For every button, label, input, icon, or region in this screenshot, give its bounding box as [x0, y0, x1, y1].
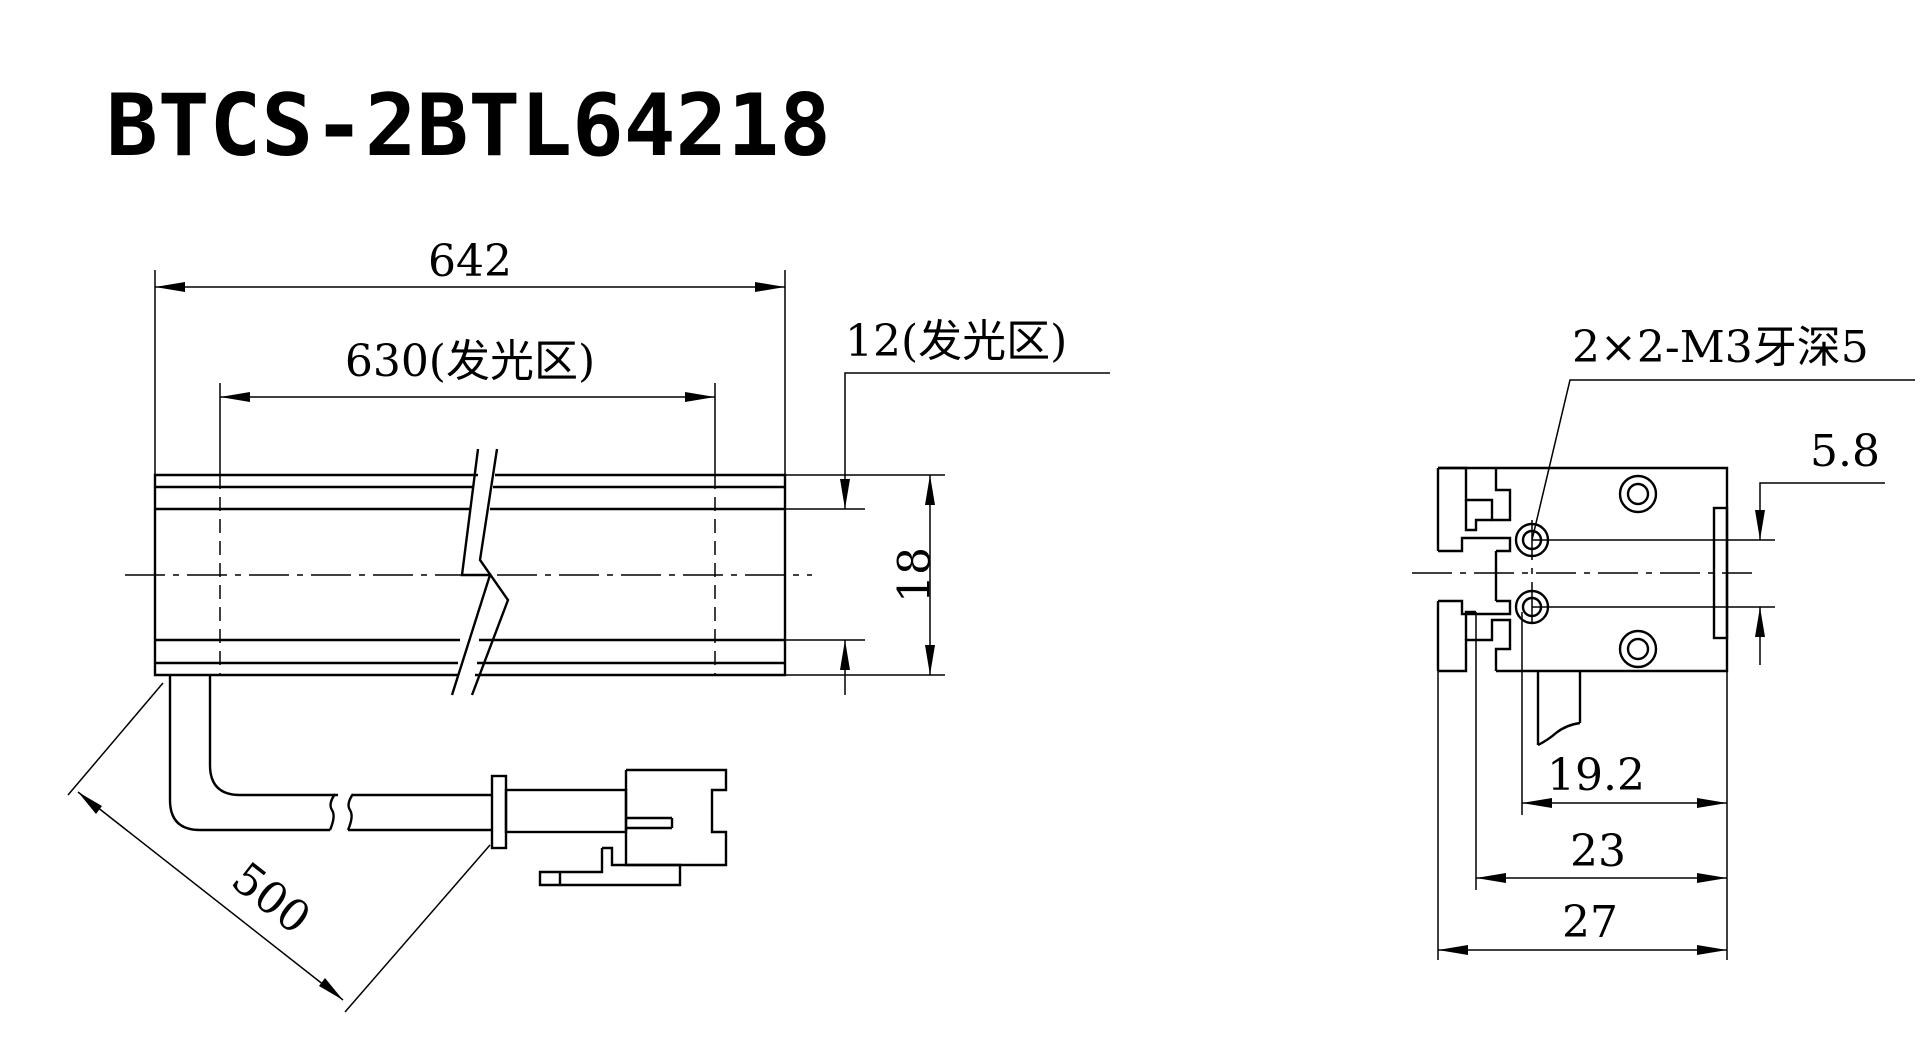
light-area-width-label: 12(发光区) — [845, 316, 1067, 367]
thread-note-label: 2×2-M3牙深5 — [1572, 322, 1869, 373]
dim-light-area-width: 12(发光区) — [785, 316, 1110, 695]
dim-hole-offset: 5.8 — [1532, 426, 1885, 665]
break-line-left — [450, 448, 492, 696]
cable-length-label: 500 — [222, 853, 320, 945]
profile-outline — [1436, 466, 1729, 673]
dim-height: 18 — [785, 474, 945, 676]
width-total-label: 27 — [1562, 897, 1618, 948]
hole-offset-label: 5.8 — [1810, 426, 1880, 477]
dim-light-area-length: 630(发光区) — [219, 336, 716, 475]
overall-length-label: 642 — [428, 236, 512, 287]
break-line-right — [470, 448, 510, 696]
side-cable — [1536, 671, 1582, 747]
mounting-hole-icons — [1514, 474, 1658, 669]
width-inner-label: 19.2 — [1547, 750, 1645, 801]
front-view: 642 630(发光区) 12(发光区) 1 — [67, 236, 1110, 1013]
connector-icon — [490, 768, 728, 887]
thread-note: 2×2-M3牙深5 — [1531, 322, 1915, 541]
height-label: 18 — [890, 547, 941, 603]
side-view: 2×2-M3牙深5 5.8 19.2 23 — [1412, 322, 1915, 960]
model-title: BTCS-2BTL64218 — [106, 76, 831, 176]
dim-overall-length: 642 — [154, 236, 786, 475]
light-bar-body — [125, 448, 812, 696]
dim-widths: 19.2 23 27 — [1437, 612, 1728, 960]
width-mid-label: 23 — [1570, 826, 1626, 877]
cable-assembly — [168, 675, 728, 887]
dim-cable-length: 500 — [67, 682, 491, 1013]
light-area-length-label: 630(发光区) — [345, 336, 595, 387]
